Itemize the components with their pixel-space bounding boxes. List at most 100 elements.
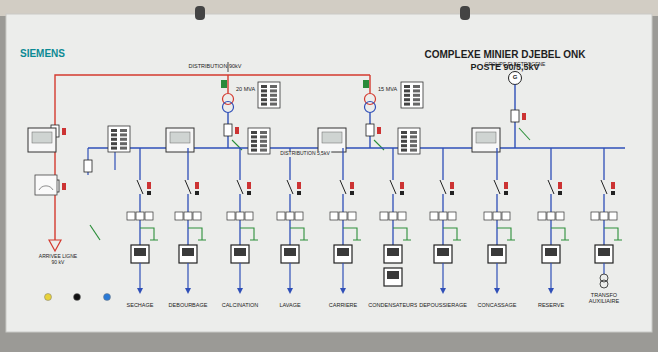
annunciator-cell xyxy=(251,149,257,152)
feeder-line xyxy=(496,263,497,290)
panel-label: ARRIVEE LIGNE 90 kV xyxy=(38,254,78,266)
feeder-arrow xyxy=(185,288,191,294)
annunciator-cell xyxy=(410,149,417,152)
indicator xyxy=(62,183,66,190)
feeder-meter xyxy=(434,245,452,263)
disconnector-symbol xyxy=(340,180,346,194)
indicator xyxy=(62,128,66,135)
indicator xyxy=(611,182,615,189)
transformer-feed xyxy=(369,75,370,93)
feeder-line xyxy=(289,263,290,290)
indicator xyxy=(363,80,369,88)
disconnector-symbol xyxy=(390,180,396,194)
meter-display xyxy=(545,248,557,256)
feeder-line xyxy=(392,148,393,245)
feeder-name: DEBOURBAGE xyxy=(167,302,210,308)
voltmeter xyxy=(35,175,57,195)
annunciator xyxy=(398,128,420,154)
relay-box xyxy=(484,212,492,220)
annunciator-cell xyxy=(401,144,407,147)
annunciator-cell xyxy=(413,103,420,106)
annunciator-cell xyxy=(261,98,267,101)
breaker-symbol xyxy=(84,160,92,172)
earthing-switch xyxy=(90,225,100,240)
feeder-name: TRANSFO AUXILIAIRE xyxy=(585,292,623,305)
meter-display xyxy=(170,132,190,143)
annunciator-cell xyxy=(404,89,410,92)
meter-display xyxy=(284,248,296,256)
annunciator-cell xyxy=(261,94,267,97)
indicator xyxy=(195,182,199,189)
indicator xyxy=(350,191,354,195)
annunciator xyxy=(108,126,130,152)
annunciator xyxy=(258,82,280,108)
feeder-line xyxy=(603,263,604,274)
annunciator-cell xyxy=(270,89,277,92)
feeder-line xyxy=(289,148,290,245)
feeder-meter xyxy=(179,245,197,263)
annunciator-cell xyxy=(120,129,127,132)
multimeter xyxy=(318,128,346,152)
indicator xyxy=(504,182,508,189)
disconnector-symbol xyxy=(287,180,293,194)
feeder-meter xyxy=(384,268,402,286)
feeder-meter xyxy=(488,245,506,263)
feeder-meter xyxy=(595,245,613,263)
annunciator-cell xyxy=(404,94,410,97)
feeder-name: DEPOUSSIERAGE xyxy=(417,302,469,308)
feeder-name: CONCASSAGE xyxy=(476,302,519,308)
earthing-switch xyxy=(443,228,461,240)
indicator-lamp xyxy=(45,294,52,301)
relay-box xyxy=(227,212,235,220)
annunciator-cell xyxy=(404,103,410,106)
annunciator-cell xyxy=(410,144,417,147)
feeder-line xyxy=(239,263,240,290)
meter-display xyxy=(337,248,349,256)
relay-box xyxy=(136,212,144,220)
indicator xyxy=(400,191,404,195)
annunciator-cell xyxy=(251,131,257,134)
annunciator-cell xyxy=(120,142,127,145)
incoming-arrow xyxy=(49,240,61,251)
indicator xyxy=(147,191,151,195)
relay-box xyxy=(145,212,153,220)
feeder-name: CONDENSATEURS xyxy=(366,302,419,308)
annunciator-cell xyxy=(120,133,127,136)
indicator-lamp xyxy=(74,294,81,301)
multimeter xyxy=(166,128,194,152)
relay-box xyxy=(398,212,406,220)
panel-label: GROUPE ELECTROGENE xyxy=(485,62,546,68)
annunciator-cell xyxy=(260,135,267,138)
meter-display xyxy=(387,248,399,256)
relay-box xyxy=(556,212,564,220)
meter-display xyxy=(437,248,449,256)
annunciator-cell xyxy=(260,144,267,147)
earthing-switch xyxy=(343,228,361,240)
annunciator-cell xyxy=(111,129,117,132)
relay-box xyxy=(236,212,244,220)
disconnector-symbol xyxy=(494,180,500,194)
indicator xyxy=(247,182,251,189)
panel-title: COMPLEXE MINIER DJEBEL ONK xyxy=(425,49,586,61)
annunciator-cell xyxy=(270,94,277,97)
generator-symbol xyxy=(509,72,522,85)
feeder-arrow xyxy=(340,288,346,294)
breaker-symbol xyxy=(224,124,232,136)
feeder-meter xyxy=(384,245,402,263)
annunciator-cell xyxy=(410,131,417,134)
indicator xyxy=(297,191,301,195)
relay-box xyxy=(339,212,347,220)
annunciator-cell xyxy=(251,140,257,143)
earthing-switch xyxy=(497,228,515,240)
indicator xyxy=(377,127,381,134)
panel-board xyxy=(6,14,652,332)
feeder-arrow xyxy=(440,288,446,294)
relay-box xyxy=(380,212,388,220)
feeder-line xyxy=(139,148,140,245)
breaker-symbol xyxy=(366,124,374,136)
indicator xyxy=(247,191,251,195)
indicator-lamp xyxy=(104,294,111,301)
indicator xyxy=(611,191,615,195)
disconnector-symbol xyxy=(137,180,143,194)
